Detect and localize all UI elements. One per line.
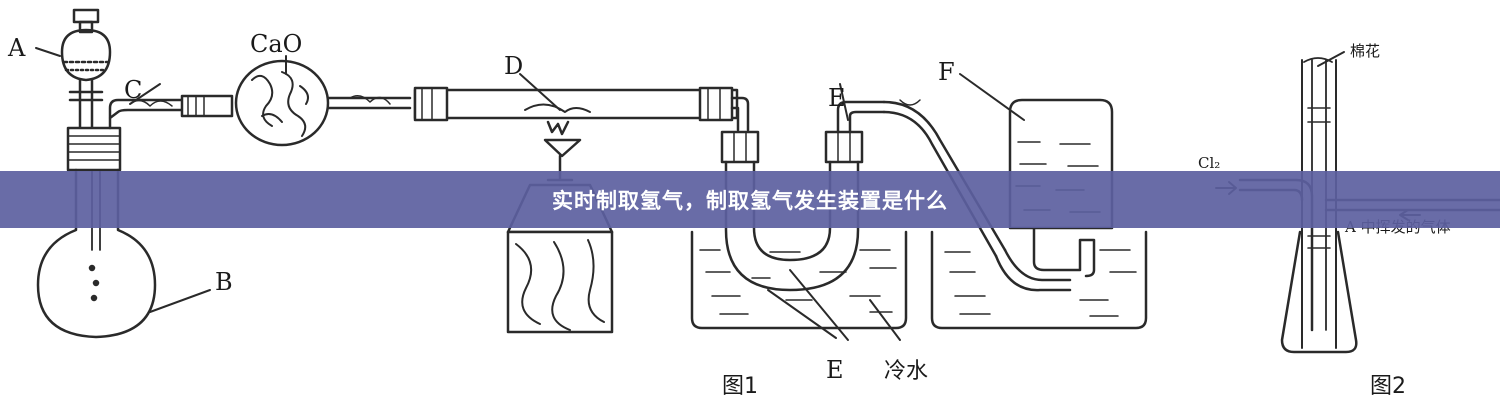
label-cold-water: 冷水 (884, 359, 928, 384)
cold-water-bath-2 (930, 230, 1148, 330)
u-tube-e (720, 100, 886, 292)
label-e-upper: E (828, 84, 846, 112)
label-e: E (826, 356, 844, 384)
figure2-caption: 图2 (1370, 374, 1406, 399)
cao-drying-bulb (234, 59, 412, 147)
flask-stopper (66, 126, 122, 172)
label-b: B (215, 268, 233, 296)
label-f: F (938, 58, 955, 86)
title-banner: 实时制取氢气，制取氢气发生装置是什么 (0, 171, 1500, 228)
label-cl2: Cl₂ (1198, 154, 1220, 172)
label-a: A (7, 34, 26, 62)
label-d: D (504, 52, 523, 80)
cold-water-bath-1 (690, 230, 908, 330)
reaction-tube-d (413, 86, 750, 132)
label-cao: CaO (250, 30, 302, 58)
separatory-funnel-a (60, 8, 112, 130)
label-c: C (124, 76, 142, 104)
page-title: 实时制取氢气，制取氢气发生装置是什么 (552, 188, 948, 213)
figure1-caption: 图1 (722, 374, 758, 399)
label-cotton: 棉花 (1350, 42, 1380, 60)
